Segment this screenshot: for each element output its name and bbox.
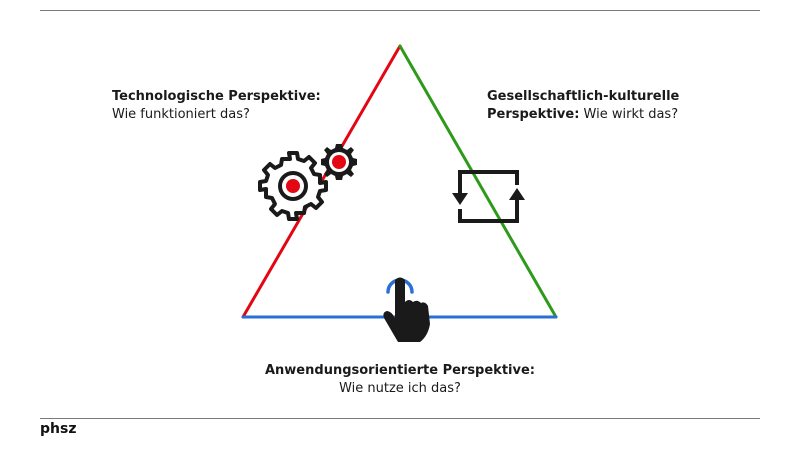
- social-cultural-perspective-title-line2: Perspektive:: [487, 107, 580, 122]
- social-cultural-perspective-label: Gesellschaftlich-kulturelle Perspektive:…: [487, 88, 679, 124]
- technological-perspective-question: Wie funktioniert das?: [112, 107, 250, 122]
- application-perspective-question: Wie nutze ich das?: [339, 381, 461, 396]
- application-perspective-label: Anwendungsorientierte Perspektive: Wie n…: [200, 362, 600, 398]
- technological-perspective-title: Technologische Perspektive:: [112, 89, 321, 104]
- tap-hand-icon: [383, 277, 430, 342]
- bottom-divider: [40, 418, 760, 419]
- top-divider: [40, 10, 760, 11]
- triangle-edge-right: [398, 44, 558, 319]
- application-perspective-title: Anwendungsorientierte Perspektive:: [264, 363, 535, 378]
- technological-perspective-label: Technologische Perspektive: Wie funktion…: [112, 88, 321, 124]
- footer-logo: phsz: [40, 421, 77, 437]
- gears-icon: [258, 144, 357, 221]
- cycle-arrows-icon: [452, 170, 525, 223]
- social-cultural-perspective-question: Wie wirkt das?: [579, 107, 679, 122]
- social-cultural-perspective-title-line1: Gesellschaftlich-kulturelle: [487, 89, 680, 104]
